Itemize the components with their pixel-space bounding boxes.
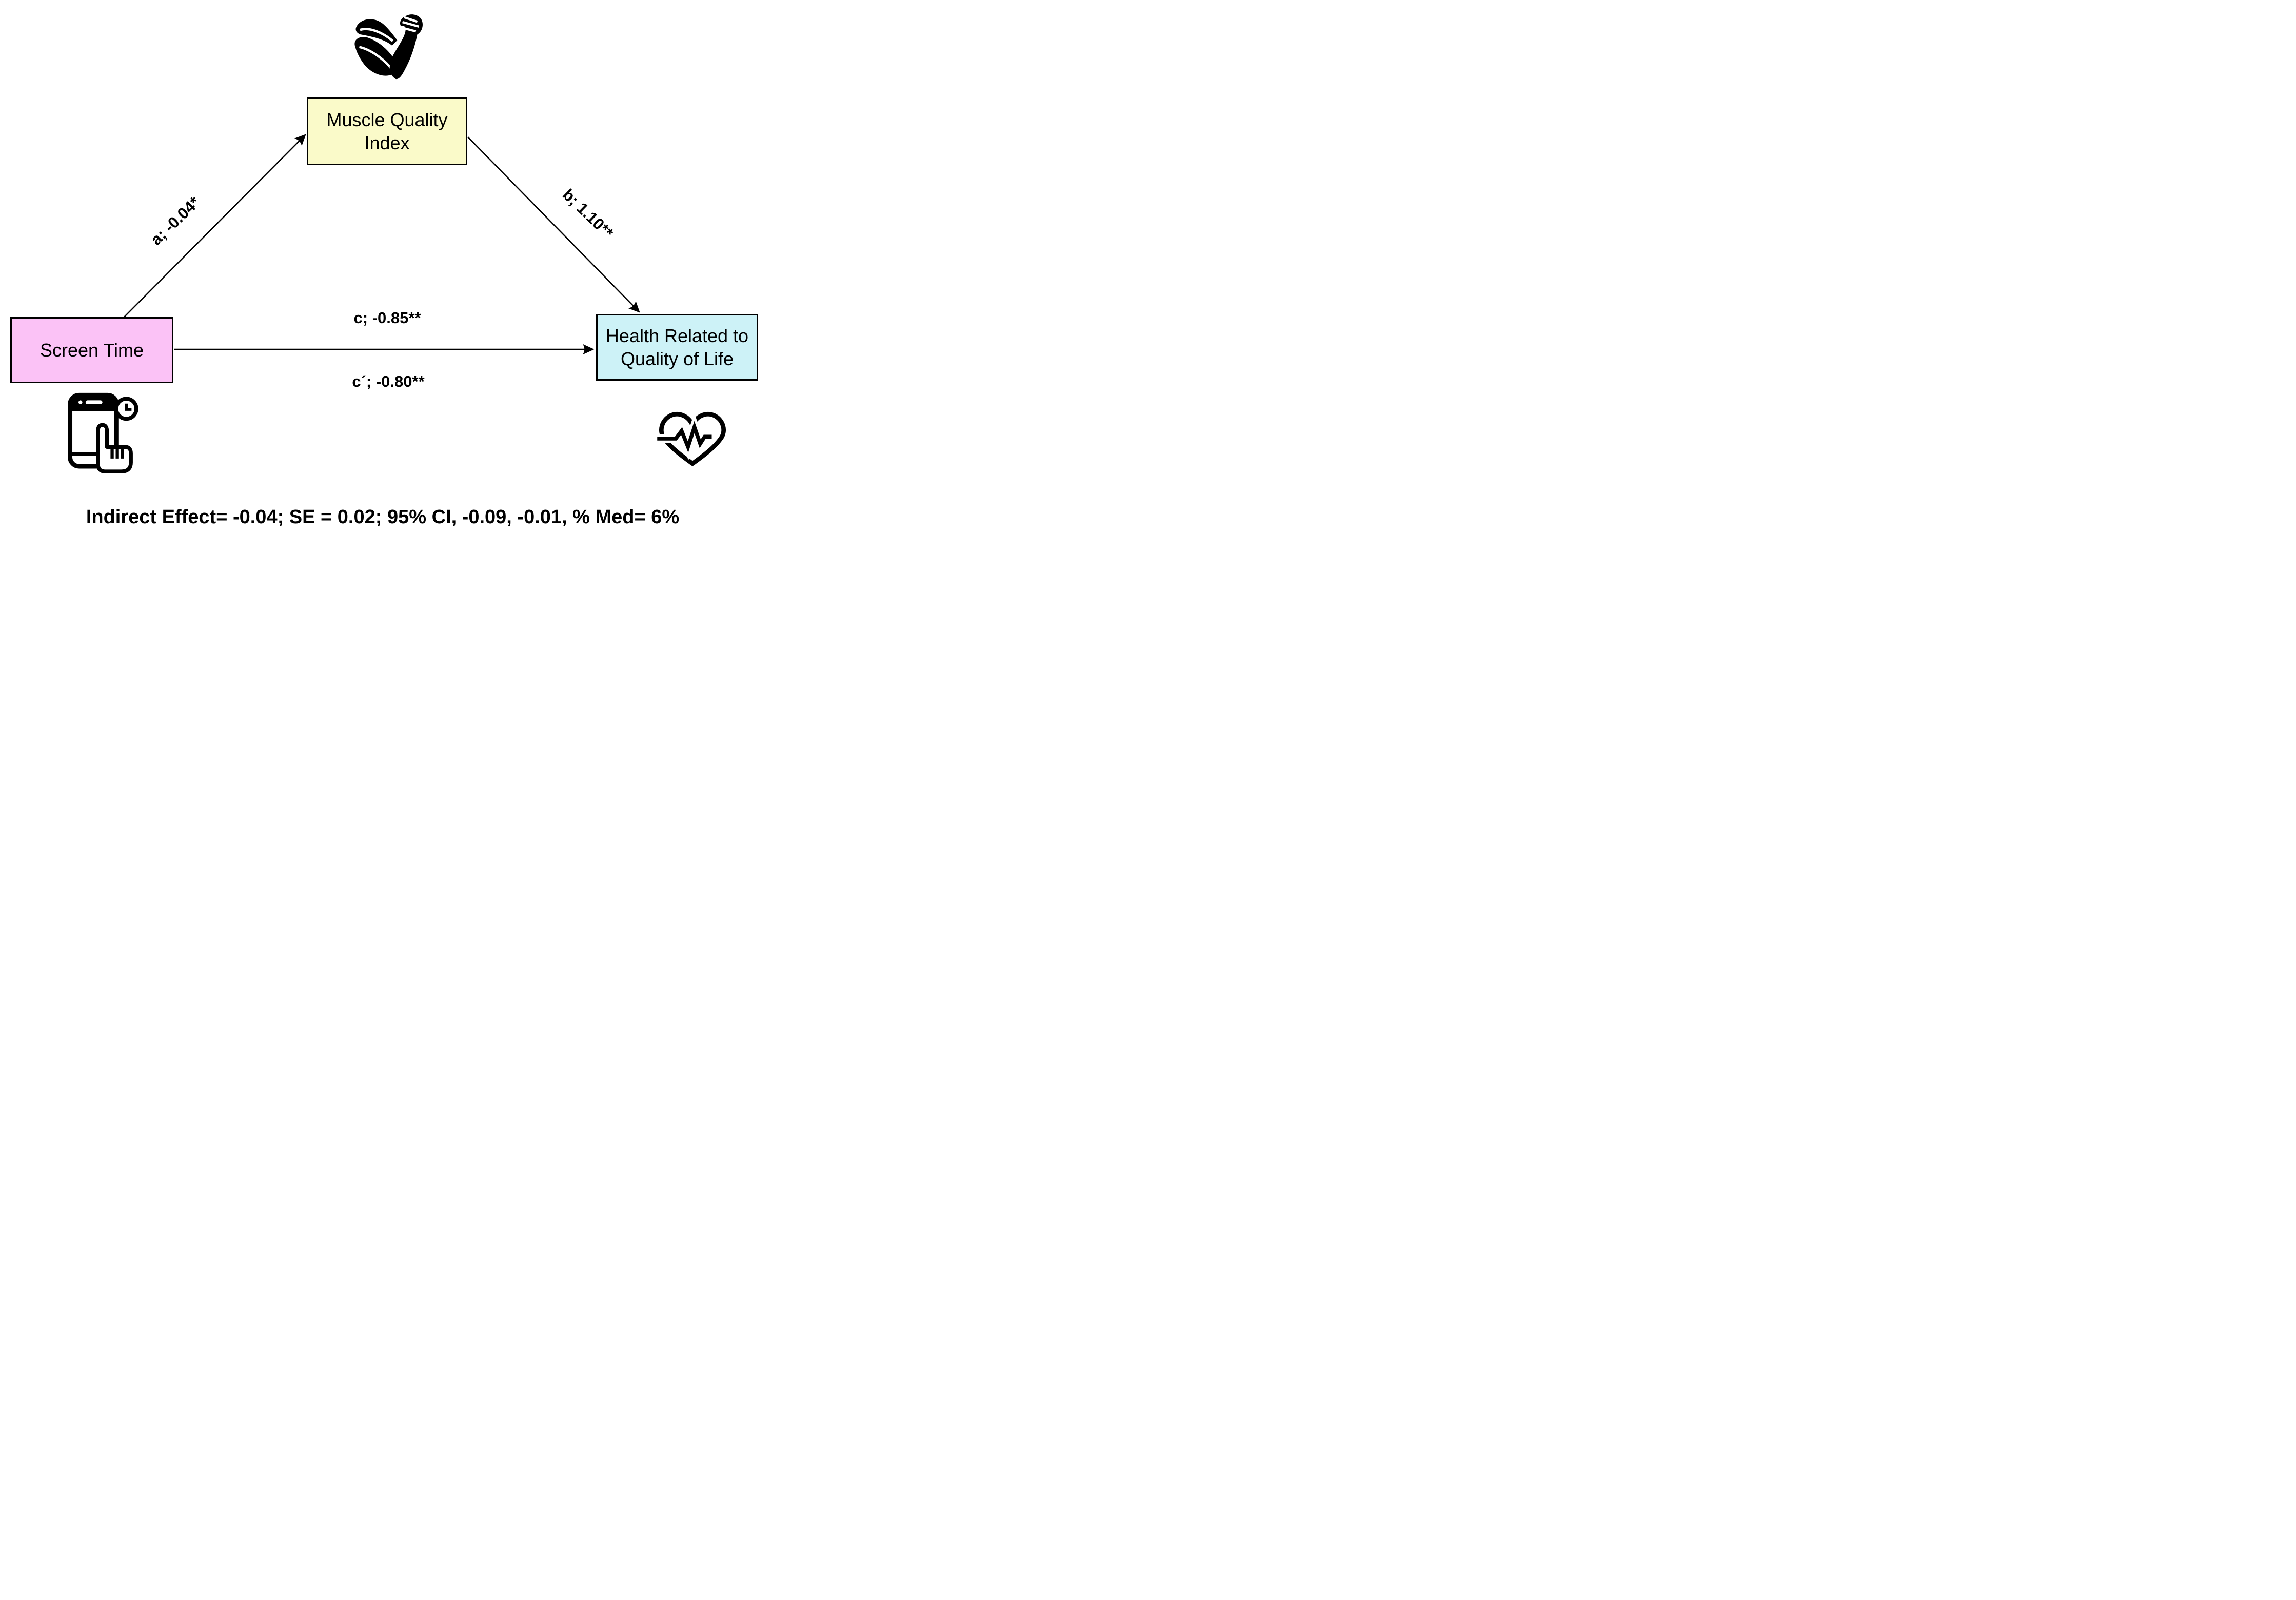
path-arrows-layer (124, 134, 640, 355)
outcome-box-health-related-quality-of-life: Health Related to Quality of Life (596, 314, 758, 381)
outcome-box-label: Health Related to Quality of Life (605, 325, 749, 369)
smartphone-touch-clock-icon (64, 390, 138, 478)
flexed-arm-muscle-icon (351, 11, 426, 86)
path-a-arrow (124, 134, 306, 318)
path-c-prime-coefficient-label: c´; -0.80** (352, 372, 425, 390)
mediator-box-muscle-quality-index: Muscle Quality Index (307, 97, 467, 165)
mediator-box-label: Muscle Quality Index (326, 109, 448, 153)
path-b-arrow (467, 136, 640, 313)
exposure-box-screen-time: Screen Time (10, 317, 173, 383)
indirect-effect-footnote: Indirect Effect= -0.04; SE = 0.02; 95% C… (86, 506, 680, 528)
mediation-diagram: Muscle Quality Index Screen Time Health … (0, 0, 765, 534)
path-c-coefficient-label: c; -0.85** (353, 309, 421, 327)
exposure-box-label: Screen Time (39, 340, 144, 361)
heart-pulse-icon (657, 408, 728, 472)
